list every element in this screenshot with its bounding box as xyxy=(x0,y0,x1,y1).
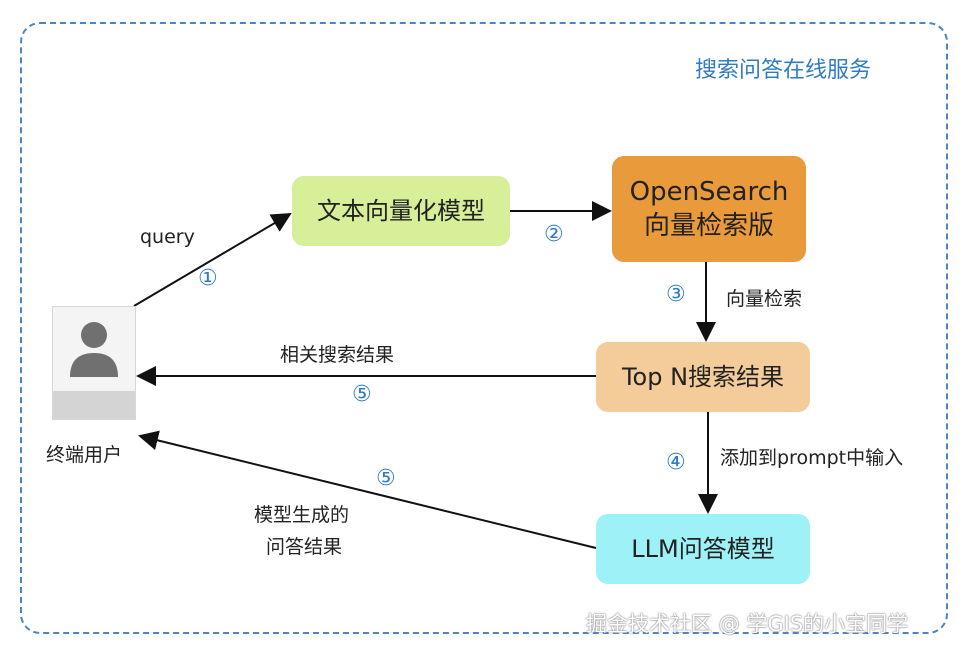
step-5-marker-lower: ⑤ xyxy=(376,466,396,491)
user-avatar-icon xyxy=(70,322,118,377)
arrow-user-to-embedding xyxy=(133,212,292,307)
query-label: query xyxy=(140,226,195,248)
step-3-marker: ③ xyxy=(666,282,686,307)
service-boundary-frame xyxy=(20,22,948,634)
add-to-prompt-label: 添加到prompt中输入 xyxy=(720,447,904,469)
step-5-marker-upper: ⑤ xyxy=(352,382,372,407)
llm-qa-model-label: LLM问答模型 xyxy=(631,535,775,563)
generated-results-label-line1: 模型生成的 xyxy=(254,504,350,526)
related-results-label: 相关搜索结果 xyxy=(280,344,395,366)
step-2-marker: ② xyxy=(544,222,564,247)
opensearch-label-line2: 向量检索版 xyxy=(643,211,774,241)
embedding-model-node: 文本向量化模型 xyxy=(292,176,510,246)
topn-results-node: Top N搜索结果 xyxy=(596,342,810,412)
generated-results-label-line2: 问答结果 xyxy=(266,536,343,558)
opensearch-label-line1: OpenSearch xyxy=(629,177,789,207)
llm-qa-model-node: LLM问答模型 xyxy=(596,514,810,584)
user-label: 终端用户 xyxy=(46,444,123,466)
step-4-marker: ④ xyxy=(666,450,686,475)
watermark-text: 掘金技术社区 @ 学GIS的小宝同学 xyxy=(586,612,909,636)
arrow-llm-to-user xyxy=(138,430,597,549)
vector-search-label: 向量检索 xyxy=(726,288,803,310)
user-card-footer xyxy=(53,391,135,419)
user-avatar-card xyxy=(52,306,136,420)
topn-results-label: Top N搜索结果 xyxy=(621,363,785,391)
embedding-model-label: 文本向量化模型 xyxy=(317,197,485,225)
step-1-marker: ① xyxy=(198,266,218,291)
opensearch-node: OpenSearch 向量检索版 xyxy=(612,156,806,262)
service-title: 搜索问答在线服务 xyxy=(695,58,872,83)
